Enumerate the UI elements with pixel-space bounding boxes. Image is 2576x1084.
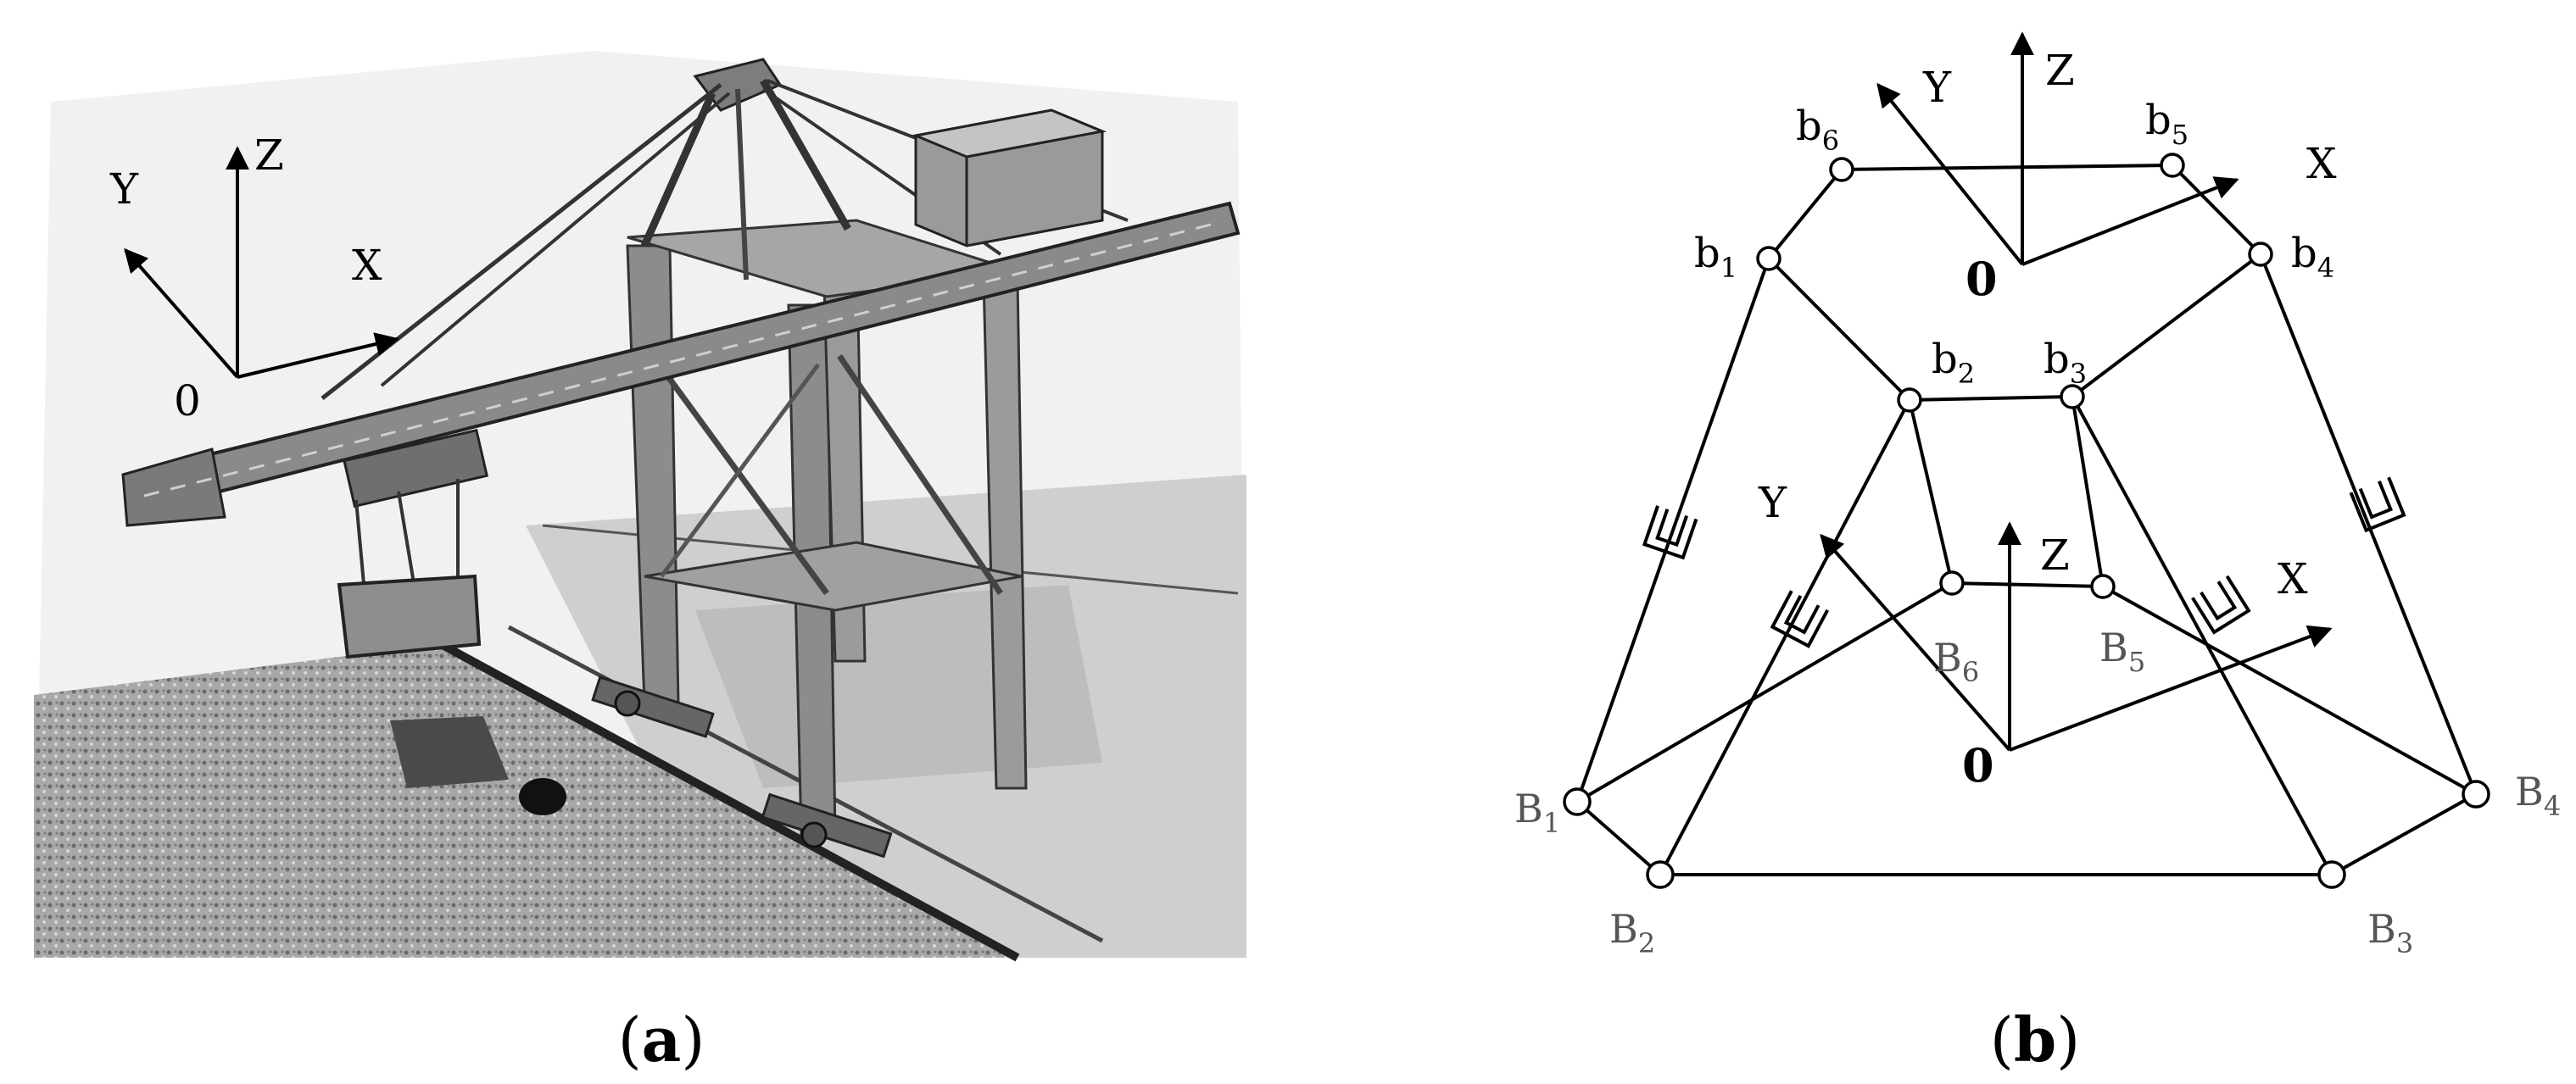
leg-b4-b3 — [2071, 253, 2262, 398]
actuator-right-outer — [2349, 476, 2406, 533]
bottom-axis-x-arrow — [2009, 625, 2333, 752]
joint-B6 — [1939, 570, 1965, 596]
label-b1: b1 — [1694, 230, 1737, 284]
leg-B1-B6 — [1575, 581, 1954, 803]
top-axis-y-label: Y — [1922, 63, 1952, 112]
portal-brace-3 — [659, 363, 821, 578]
top-axis-z-label: Z — [2045, 46, 2075, 95]
panel-b-parallel-mechanism — [1563, 31, 2490, 889]
joint-b4 — [2248, 242, 2273, 267]
wheel-1 — [614, 690, 641, 717]
bucket-shadow — [390, 716, 509, 788]
joint-b2 — [1897, 387, 1922, 413]
axis-z-label: Z — [254, 131, 284, 180]
upper-platform-outline — [1767, 163, 2262, 260]
hoist-rope-1 — [354, 499, 366, 594]
panel-a-axes: Z Y X 0 — [109, 131, 399, 425]
label-B2: B2 — [1609, 906, 1655, 959]
top-axis-x-arrow — [2021, 176, 2239, 266]
dark-spot — [519, 778, 566, 815]
leg-b4-B4 — [2259, 253, 2478, 795]
origin-label: 0 — [174, 376, 201, 425]
wheel-2 — [800, 821, 828, 848]
actuator-right-inner — [2191, 575, 2251, 635]
trolley — [343, 428, 489, 509]
portal-beam-mid — [644, 541, 1023, 612]
hoist-rope-2 — [397, 491, 417, 594]
joint-b6 — [1829, 157, 1854, 182]
spreader-container — [337, 574, 482, 659]
quay-edge — [438, 640, 1020, 962]
top-origin-label: 0 — [1965, 252, 1998, 306]
caption-a: (a) — [618, 1003, 705, 1076]
axis-y-label: Y — [109, 164, 139, 214]
joint-b3 — [2060, 384, 2085, 409]
portal-brace-2 — [837, 354, 1003, 595]
label-b2: b2 — [1932, 336, 1975, 390]
bottom-axis-z-label: Z — [2040, 531, 2070, 580]
lower-inner-B6-B5 — [1951, 581, 2104, 588]
leg-b3-B5 — [2071, 396, 2105, 587]
machinery-house-top — [911, 108, 1107, 158]
upper-inner-b2-b3 — [1909, 395, 2073, 402]
caption-b: (b) — [1990, 1003, 2081, 1076]
boom-lattice — [143, 220, 1222, 498]
leg-B4-B5 — [2102, 585, 2477, 796]
forestay-2 — [380, 92, 731, 387]
label-b6: b6 — [1796, 103, 1839, 157]
label-B4: B4 — [2515, 769, 2561, 822]
joint-b5 — [2160, 153, 2185, 178]
joint-B2 — [1646, 860, 1675, 889]
apex-leg-back — [760, 78, 851, 231]
leg-b3-B3 — [2071, 396, 2333, 876]
label-B1: B1 — [1514, 786, 1560, 839]
panel-a-crane-image: Z Y X 0 — [34, 51, 1246, 962]
joint-B1 — [1563, 787, 1592, 816]
axis-x-label: X — [352, 241, 382, 290]
leg-b1-b2 — [1767, 257, 1911, 402]
label-b3: b3 — [2044, 336, 2087, 390]
top-axis-y-arrow — [1876, 82, 2024, 266]
label-b4: b4 — [2291, 230, 2334, 284]
actuator-left-outer — [1642, 505, 1698, 560]
panel-b-labels: Z Y X 0 Z Y X 0 b1 b6 b5 b4 b2 b3 B6 B5 … — [1514, 46, 2561, 959]
axis-y-arrow — [124, 247, 239, 379]
apex-leg-mid — [735, 88, 749, 281]
joint-B3 — [2317, 860, 2346, 889]
portal-brace-1 — [650, 353, 829, 596]
label-b5: b5 — [2145, 97, 2188, 151]
bottom-axis-y-label: Y — [1758, 478, 1787, 527]
label-B6: B6 — [1933, 635, 1979, 688]
leg-b1-B1 — [1575, 258, 1770, 803]
joint-b1 — [1756, 246, 1781, 271]
bottom-axis-y-arrow — [1820, 533, 2011, 752]
bottom-origin-label: 0 — [1962, 738, 1994, 792]
top-axis-x-label: X — [2306, 139, 2337, 188]
lower-platform-outline — [1575, 792, 2477, 876]
bottom-axis-x-label: X — [2278, 554, 2308, 603]
leg-b2-B6 — [1908, 399, 1954, 584]
label-B3: B3 — [2367, 906, 2413, 959]
joint-B4 — [2462, 780, 2490, 809]
axis-x-arrow — [237, 332, 399, 379]
leg-b2-B2 — [1659, 399, 1911, 876]
joint-B5 — [2090, 574, 2116, 599]
actuator-left-inner — [1770, 590, 1830, 648]
label-B5: B5 — [2099, 625, 2145, 678]
